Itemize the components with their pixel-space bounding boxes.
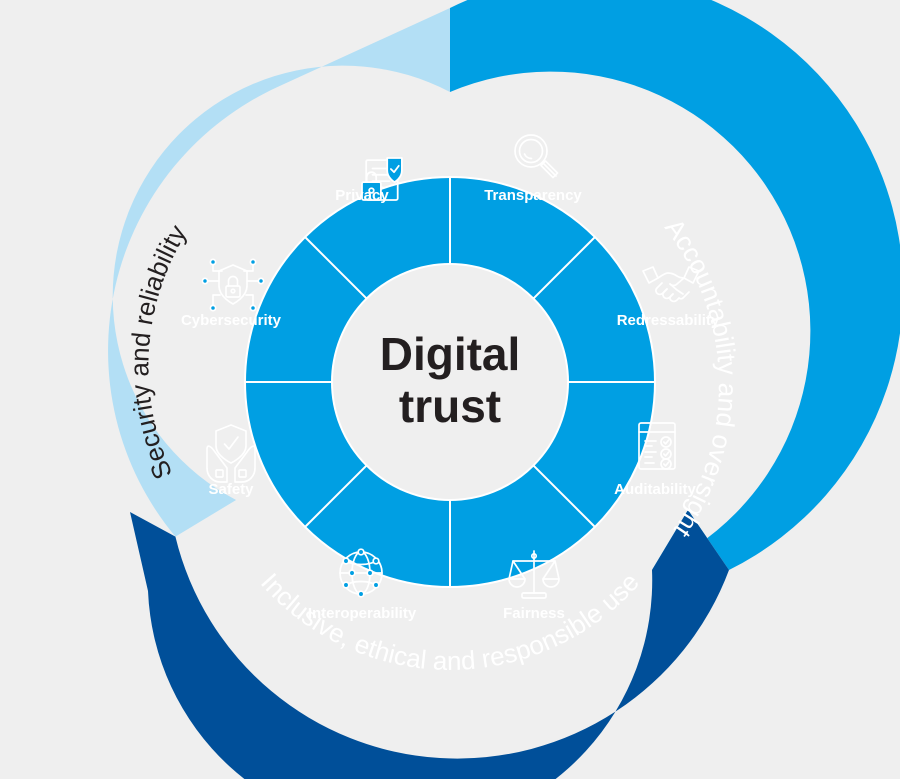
balance-scales-icon [508, 550, 560, 599]
outer-ring-group [108, 0, 900, 779]
segment-label-transparency: Transparency [484, 187, 582, 204]
center-label-group: Digital trust [380, 328, 521, 432]
segment-interoperability[interactable]: Interoperability [308, 548, 417, 622]
shield-padlock-network-icon [201, 258, 265, 312]
segments-group [244, 176, 656, 588]
segment-label-cybersecurity: Cybersecurity [181, 312, 282, 329]
center-title-line2: trust [399, 380, 501, 432]
center-title-line1: Digital [380, 328, 521, 380]
segment-transparency[interactable]: Transparency [484, 134, 582, 204]
segment-label-privacy: Privacy [335, 187, 389, 204]
center-hub [331, 263, 569, 501]
segment-auditability[interactable]: Auditability [614, 422, 696, 498]
checklist-clipboard-icon [638, 422, 676, 470]
segment-dividers [245, 177, 655, 587]
globe-network-icon [339, 548, 383, 598]
segment-redressability[interactable]: Redressability [617, 266, 720, 329]
segment-ring-outer-edge [244, 176, 656, 588]
segment-cybersecurity[interactable]: Cybersecurity [181, 258, 282, 329]
magnifying-glass-icon [514, 134, 559, 179]
segment-label-fairness: Fairness [503, 605, 565, 622]
segment-fairness[interactable]: Fairness [503, 550, 565, 622]
shield-in-hands-icon [206, 424, 256, 483]
segment-label-interoperability: Interoperability [308, 605, 417, 622]
outer-ring-accountability-and-oversight[interactable] [450, 0, 900, 570]
handshake-icon [642, 266, 700, 303]
segment-label-auditability: Auditability [614, 481, 696, 498]
segment-label-redressability: Redressability [617, 312, 720, 329]
privacy-document-shield-lock-icon [361, 157, 403, 201]
segment-safety[interactable]: Safety [206, 424, 256, 498]
outer-ring-inclusive-ethical-and-responsible-use[interactable] [130, 510, 729, 779]
segment-privacy[interactable]: Privacy [335, 157, 403, 204]
segment-label-safety: Safety [208, 481, 254, 498]
